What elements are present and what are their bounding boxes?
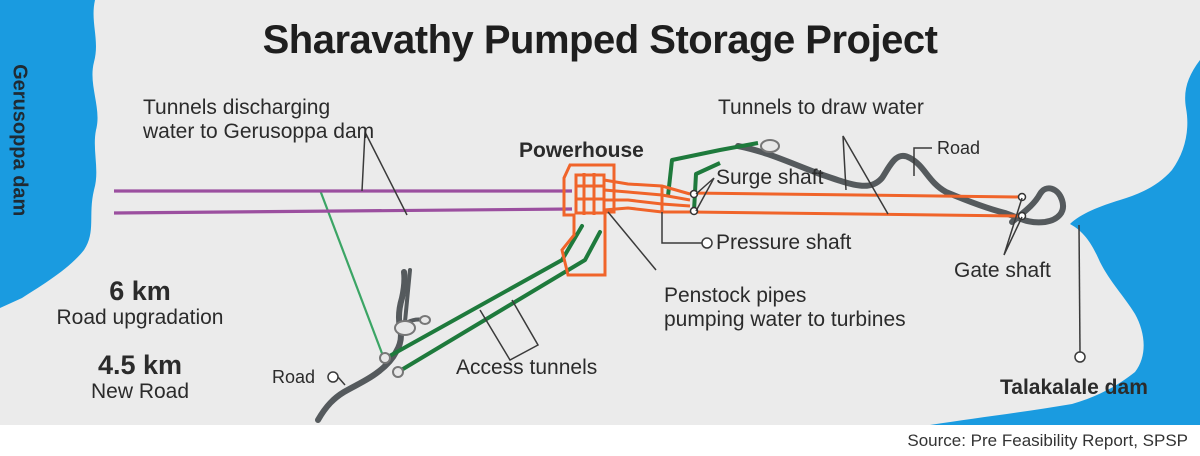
road-left-label: Road [272, 367, 316, 387]
gerusoppa-dam-label: Gerusoppa dam [2, 50, 36, 230]
gerusoppa-reservoir [0, 0, 98, 308]
powerhouse-label: Powerhouse [519, 139, 644, 162]
penstock-bundle-4 [603, 206, 690, 214]
discharge-tunnels-line2: water to Gerusoppa dam [143, 119, 375, 143]
leader-gate [1003, 197, 1023, 256]
discharge-tunnel-2 [113, 207, 573, 215]
upper-tunnel-branch [692, 161, 721, 212]
discharge-tunnels-line1: Tunnels discharging [143, 96, 331, 119]
surge-shaft-label: Surge shaft [716, 166, 824, 189]
new-road-label: New Road [90, 380, 190, 404]
upper-tunnel [666, 141, 759, 197]
road-upgrade-label: Road upgradation [56, 306, 224, 330]
leader-lines [327, 129, 1086, 386]
portals [379, 139, 780, 378]
powerhouse-outline [560, 163, 616, 277]
access-tunnels-label: Access tunnels [456, 356, 598, 379]
gerusoppa-dam-text: Gerusoppa dam [8, 63, 31, 217]
portal-node-1 [379, 352, 391, 364]
access-tunnel-2 [396, 230, 602, 374]
discharge-tunnel-lines [113, 189, 573, 215]
penstock-line1: Penstock pipes [664, 284, 807, 307]
gate-shaft-node-1 [1017, 192, 1027, 202]
access-tunnel-1 [384, 224, 584, 360]
road-upgrade-value: 6 km [109, 276, 171, 306]
surge-shaft-node-2 [689, 206, 699, 216]
leader-road-right [913, 147, 932, 176]
penstock-bundle-3 [604, 198, 691, 208]
portal-left-2 [419, 315, 431, 325]
discharge-tunnels-label: Tunnels discharging water to Gerusoppa d… [143, 96, 374, 143]
leader-talakalale [1078, 224, 1081, 353]
leader-pressure [661, 212, 702, 244]
leader-access [479, 299, 540, 361]
road-right [735, 143, 1066, 226]
access-tunnel-lines [384, 224, 602, 374]
portal-left [394, 320, 416, 336]
source-note: Source: Pre Feasibility Report, SPSP [907, 431, 1188, 450]
penstock-label: Penstock pipes pumping water to turbines [664, 284, 906, 331]
penstock-bundle-2 [603, 188, 691, 202]
penstock-line2: pumping water to turbines [664, 307, 906, 331]
surge-shaft-node-1 [689, 189, 699, 199]
new-road-stat: 4.5 km New Road [30, 350, 250, 404]
leader-pressure-end [701, 237, 713, 249]
talakalale-dam-label: Talakalale dam [1000, 376, 1148, 399]
portal-node-2 [392, 366, 404, 378]
new-road-value: 4.5 km [97, 350, 183, 380]
pressure-shaft-label: Pressure shaft [716, 231, 852, 254]
road-right-label: Road [937, 138, 981, 158]
leader-draw [842, 135, 889, 215]
powerhouse-core [574, 173, 606, 215]
leader-talakalale-end [1074, 351, 1086, 363]
penstock-bundle-1 [603, 178, 691, 196]
draw-tunnel-1 [689, 191, 1023, 199]
draw-tunnels-label: Tunnels to draw water [718, 96, 924, 119]
access-tunnel-upper [666, 141, 759, 212]
leader-road-left [337, 376, 346, 386]
leader-road-left-end [327, 371, 339, 383]
road-upgrade-stat: 6 km Road upgradation [30, 276, 250, 330]
leader-surge [695, 177, 715, 212]
portal-upper [760, 139, 780, 153]
draw-tunnel-2 [689, 210, 1023, 218]
talakalale-reservoir [930, 60, 1200, 425]
leader-discharge [361, 129, 408, 216]
gate-shaft-node-2 [1017, 211, 1027, 221]
adit-thin [318, 189, 385, 357]
gate-shaft-label: Gate shaft [954, 259, 1051, 282]
leader-penstock [607, 211, 657, 271]
diagram-title: Sharavathy Pumped Storage Project [262, 18, 938, 62]
powerhouse-complex [560, 163, 1023, 277]
